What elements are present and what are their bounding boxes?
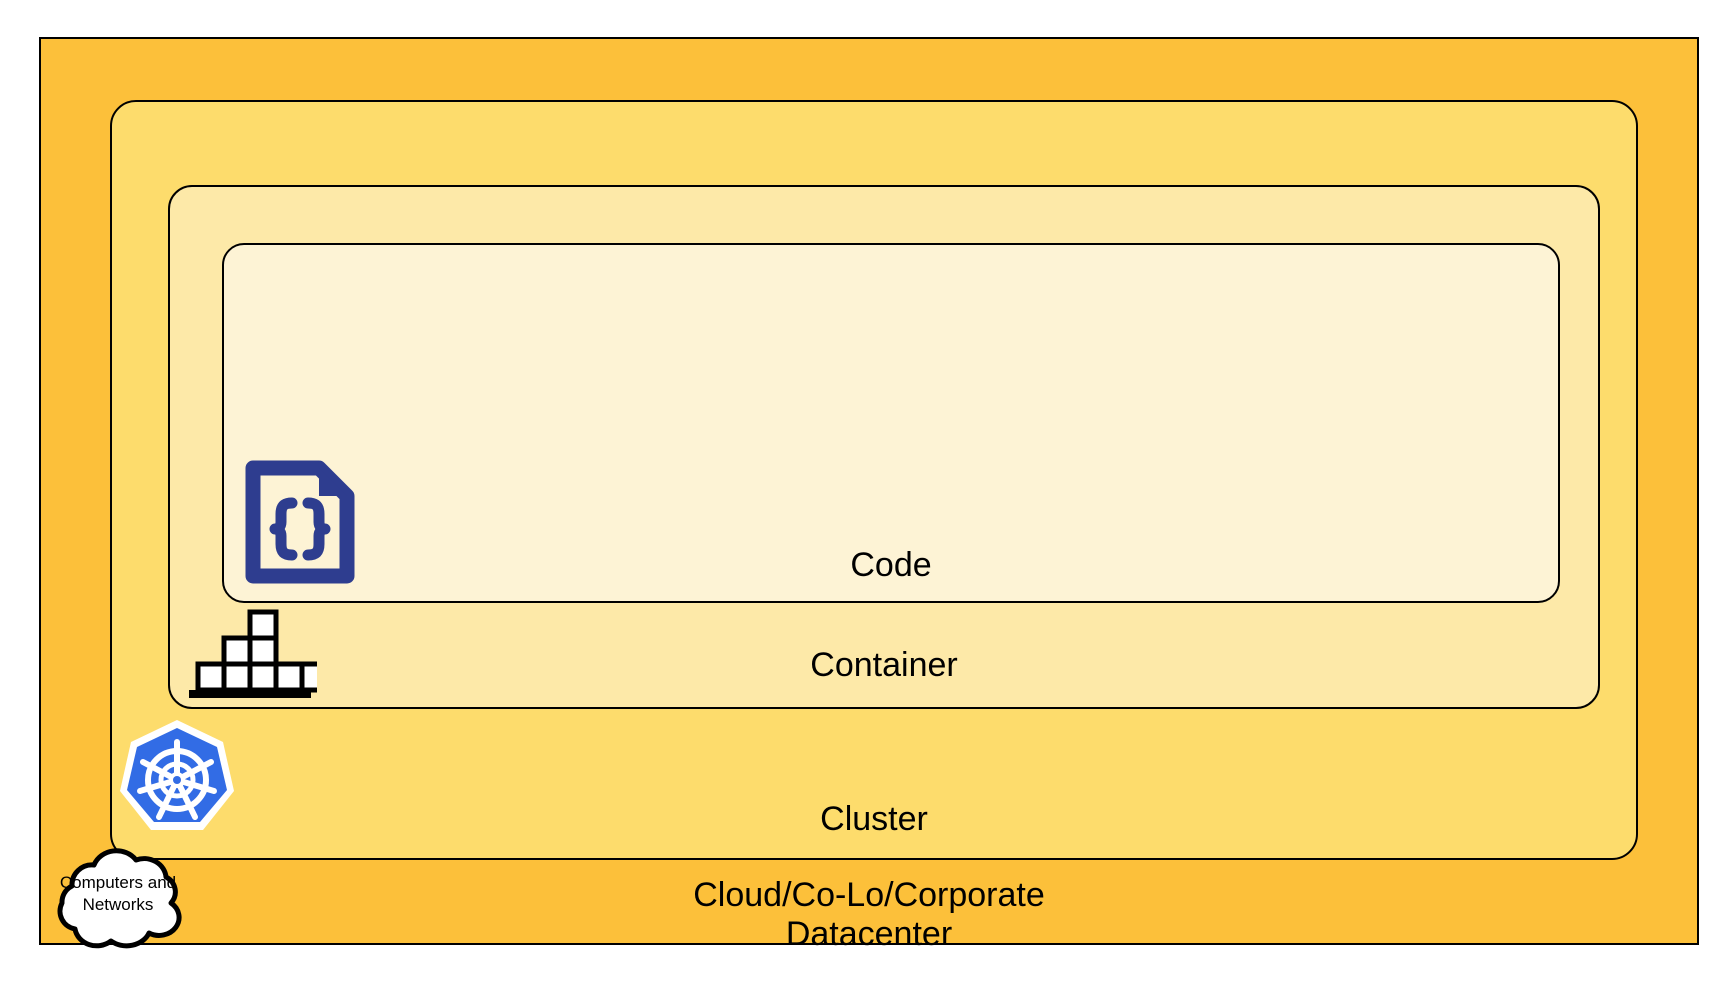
cloud-icon bbox=[38, 848, 198, 954]
kubernetes-icon bbox=[119, 718, 235, 840]
container-boxes-icon bbox=[183, 608, 331, 698]
layer-code[interactable] bbox=[222, 243, 1560, 603]
code-document-icon bbox=[244, 459, 356, 585]
